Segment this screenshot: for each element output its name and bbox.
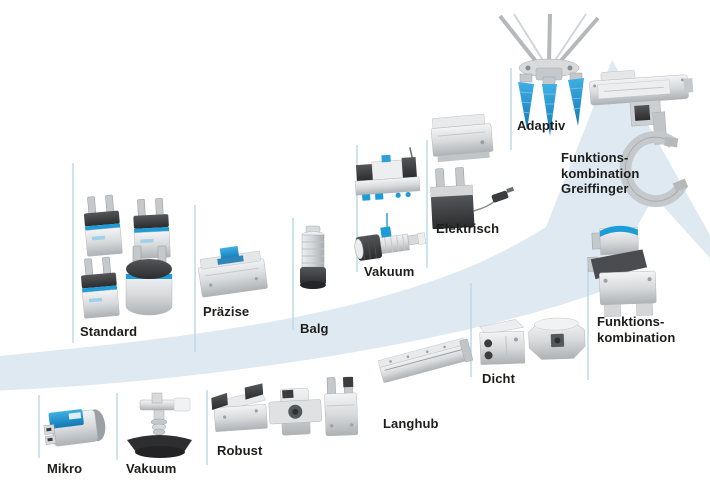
label-funktionskombination-greiffinger: Funktions- kombination Greiffinger: [561, 150, 640, 196]
product-balg-image[interactable]: [300, 225, 326, 289]
section-dividers: [38, 68, 589, 465]
label-langhub: Langhub: [383, 416, 439, 431]
product-greiffinger-image[interactable]: [589, 66, 694, 208]
label-balg: Balg: [300, 321, 329, 336]
product-elektrisch-image[interactable]: [429, 113, 515, 230]
product-langhub-image[interactable]: [377, 337, 474, 384]
product-funktionskombination-image[interactable]: [587, 225, 657, 318]
product-adaptiv-image[interactable]: [498, 13, 600, 136]
label-vakuum-mitte: Vakuum: [364, 264, 415, 279]
label-robust: Robust: [217, 443, 263, 458]
product-vakuum-greifer-image[interactable]: [353, 222, 427, 262]
growth-arrow: [0, 60, 710, 391]
label-mikro: Mikro: [47, 461, 83, 476]
label-funktionskombination: Funktions- kombination: [597, 314, 676, 345]
label-praezise: Präzise: [203, 304, 250, 319]
product-standard-image[interactable]: [78, 194, 173, 319]
label-standard: Standard: [80, 324, 138, 339]
product-dicht-image[interactable]: [479, 317, 586, 365]
label-adaptiv: Adaptiv: [517, 118, 566, 133]
product-praezise-image[interactable]: [196, 243, 268, 298]
label-vakuum-unten: Vakuum: [126, 461, 177, 476]
label-elektrisch: Elektrisch: [436, 221, 500, 236]
product-mikro-image[interactable]: [42, 406, 107, 447]
product-vakuum-ventil-image[interactable]: [353, 147, 421, 201]
product-robust-image[interactable]: [211, 376, 359, 437]
label-dicht: Dicht: [482, 371, 515, 386]
product-vakuum-sauger-image[interactable]: [127, 392, 192, 458]
